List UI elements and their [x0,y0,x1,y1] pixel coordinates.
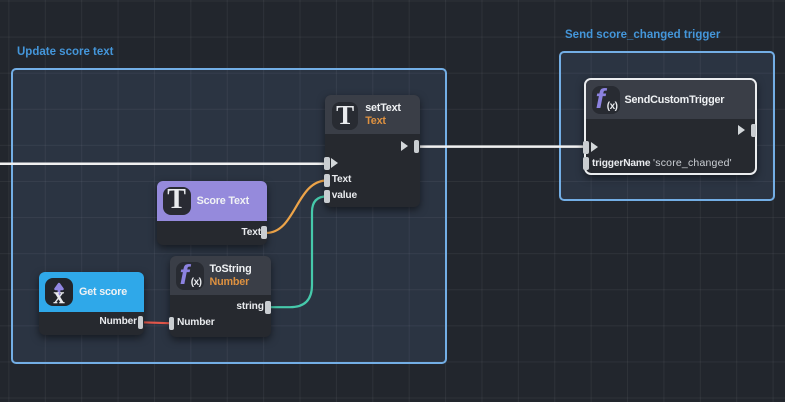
svg-text:X: X [53,290,65,306]
